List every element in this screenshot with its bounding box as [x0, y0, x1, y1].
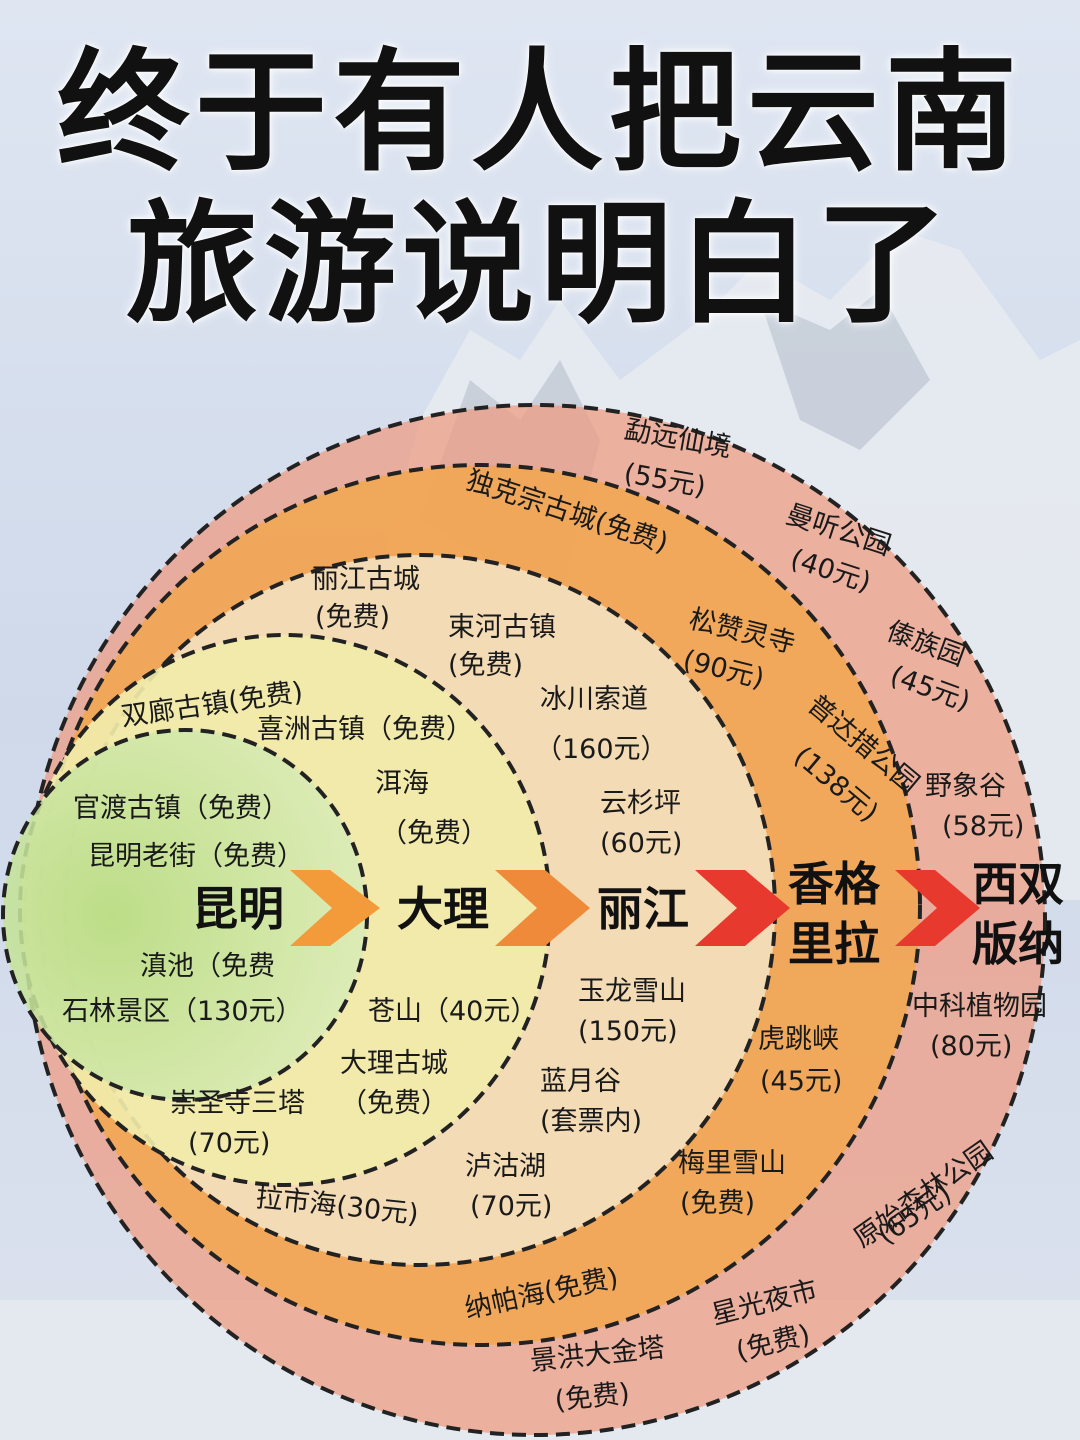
spot-meili-price: (免费) [680, 1188, 755, 1219]
spot-lugu-name: 泸沽湖 [465, 1151, 546, 1182]
spot-lugu-price: (70元) [470, 1191, 552, 1222]
city-kunming: 昆明 [192, 882, 284, 936]
spot-erhai-price: （免费） [380, 818, 488, 849]
spot-dianchi: 滇池（免费 [140, 951, 275, 982]
page-title-line1: 终于有人把云南 [57, 36, 1023, 190]
arrow-kunming-to-dali [290, 870, 380, 946]
spot-shuhe-price: (免费) [448, 650, 523, 681]
page-title-line2: 旅游说明白了 [126, 188, 954, 342]
spot-lijiang-old-town-name: 丽江古城 [312, 564, 420, 595]
ring-kunming [1, 728, 369, 1102]
spot-glacier-ropeway-name: 冰川索道 [540, 684, 648, 715]
city-xishuangbanna-line2: 版纳 [972, 917, 1064, 971]
spot-chongsheng-price: (70元) [188, 1128, 270, 1159]
spot-guandu: 官渡古镇（免费） [73, 793, 289, 824]
arrow-lijiang-to-shangrila [695, 870, 790, 946]
spot-lijiang-old-town-price: (免费) [315, 602, 390, 633]
city-shangrila-line1: 香格 [788, 857, 881, 911]
spot-yunshanping-price: (60元) [600, 828, 682, 859]
spot-chongsheng-name: 崇圣寺三塔 [170, 1088, 305, 1119]
spot-tiger-leaping-name: 虎跳峡 [758, 1024, 839, 1055]
arrow-shangrila-to-xsbn [895, 870, 980, 946]
spot-cangshan: 苍山（40元） [368, 996, 537, 1027]
city-lijiang: 丽江 [597, 882, 689, 936]
city-dali: 大理 [397, 882, 489, 936]
spot-kunming-laojie: 昆明老街（免费） [88, 841, 304, 872]
spot-meili-name: 梅里雪山 [678, 1148, 786, 1179]
spot-botanical-garden-price: (80元) [930, 1031, 1012, 1062]
city-shangrila-line2: 里拉 [788, 917, 880, 971]
spot-botanical-garden-name: 中科植物园 [912, 991, 1047, 1022]
spot-xizhou: 喜洲古镇（免费） [257, 714, 473, 745]
spot-wild-elephant-name: 野象谷 [925, 771, 1006, 802]
spot-yulong-name: 玉龙雪山 [578, 976, 686, 1007]
spot-shilin: 石林景区（130元） [62, 996, 303, 1027]
city-xishuangbanna-line1: 西双 [972, 857, 1064, 911]
spot-shuhe-name: 束河古镇 [448, 612, 556, 643]
spot-lanyue-name: 蓝月谷 [540, 1066, 621, 1097]
spot-yunshanping-name: 云杉坪 [600, 788, 681, 819]
spot-yulong-price: (150元) [578, 1016, 678, 1047]
spot-wild-elephant-price: (58元) [942, 811, 1024, 842]
spot-glacier-ropeway-price: （160元） [535, 734, 668, 765]
spot-tiger-leaping-price: (45元) [760, 1066, 842, 1097]
arrow-dali-to-lijiang [495, 870, 590, 946]
spot-dali-old-town-name: 大理古城 [340, 1048, 448, 1079]
spot-dali-old-town-price: （免费） [340, 1088, 448, 1119]
spot-lanyue-price: (套票内) [540, 1106, 642, 1137]
spot-erhai-name: 洱海 [375, 768, 429, 799]
